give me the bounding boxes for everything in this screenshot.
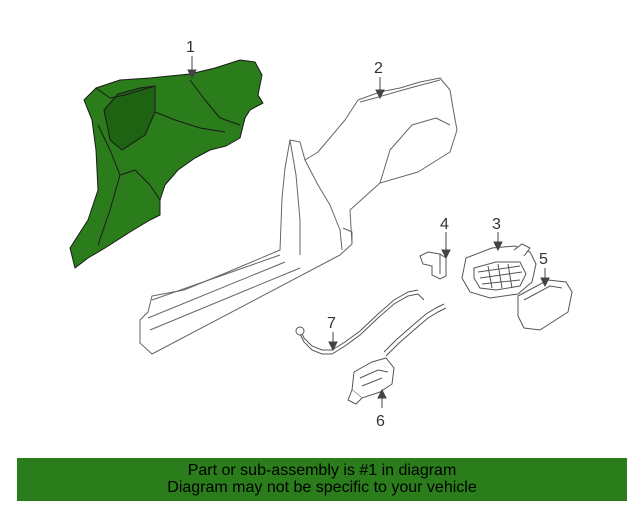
part-7-cable[interactable] [295,289,425,355]
callout-6[interactable]: 6 [376,413,385,430]
callout-leaders [187,56,550,408]
banner-line-part: Part or sub-assembly is #1 in diagram [187,462,457,479]
callout-1[interactable]: 1 [186,39,195,56]
info-banner: Part or sub-assembly is #1 in diagram Di… [17,458,627,501]
callout-5[interactable]: 5 [539,251,548,268]
callout-4[interactable]: 4 [440,216,449,233]
callout-3[interactable]: 3 [492,216,501,233]
part-1-quarter-panel[interactable] [69,59,264,269]
banner-line-disclaimer: Diagram may not be specific to your vehi… [167,479,477,496]
callout-2[interactable]: 2 [374,60,383,77]
part-4-bracket[interactable] [419,251,447,280]
part-6-actuator[interactable] [347,303,447,405]
part-3-fuel-housing[interactable] [461,243,537,299]
callout-7[interactable]: 7 [327,315,336,332]
part-5-fuel-flap[interactable] [517,279,573,331]
part-2-side-panel[interactable] [139,77,458,355]
